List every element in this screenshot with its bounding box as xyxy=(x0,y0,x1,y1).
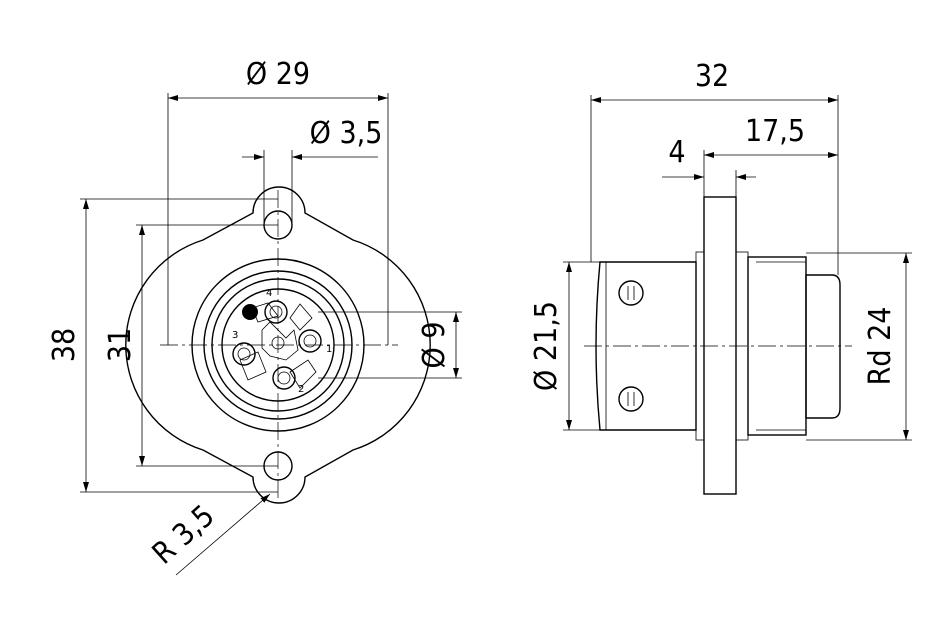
pin-label-4: 4 xyxy=(266,288,272,299)
pin-3 xyxy=(232,342,256,366)
dim-thread: Rd 24 xyxy=(863,307,898,386)
pin-label-3: 3 xyxy=(232,330,238,341)
dim-flange-width: Ø 29 xyxy=(246,57,310,92)
dim-line-corner-radius xyxy=(175,493,271,576)
dim-hole-diameter: Ø 3,5 xyxy=(310,116,383,151)
side-flange xyxy=(703,196,737,495)
dim-rear-length: 17,5 xyxy=(745,114,805,149)
pin-4 xyxy=(264,300,288,324)
dim-total-length: 32 xyxy=(695,59,729,94)
pin-label-2: 2 xyxy=(298,384,304,395)
flange-outline xyxy=(125,186,431,504)
dim-body-diameter: Ø 21,5 xyxy=(529,301,564,391)
pin-2 xyxy=(272,366,296,390)
rear-thread xyxy=(805,274,841,419)
pin-1 xyxy=(298,329,322,353)
body-slot-top xyxy=(618,280,644,306)
dim-corner-radius: R 3,5 xyxy=(146,498,222,571)
contact-insert: 1 2 3 4 xyxy=(232,288,332,395)
dim-contact-circle: Ø 9 xyxy=(417,322,452,369)
dim-hole-spacing: 31 xyxy=(103,328,138,362)
pin-label-1: 1 xyxy=(326,344,332,355)
side-view: 32 17,5 4 Ø 21,5 Rd 24 xyxy=(529,59,912,495)
coding-key xyxy=(242,304,258,320)
dim-height-overall: 38 xyxy=(47,328,82,362)
front-view: 1 2 3 4 Ø 29 Ø 3,5 38 31 Ø 9 xyxy=(47,57,462,576)
body-slot-bottom xyxy=(618,386,644,412)
dim-flange-thickness: 4 xyxy=(668,135,685,170)
